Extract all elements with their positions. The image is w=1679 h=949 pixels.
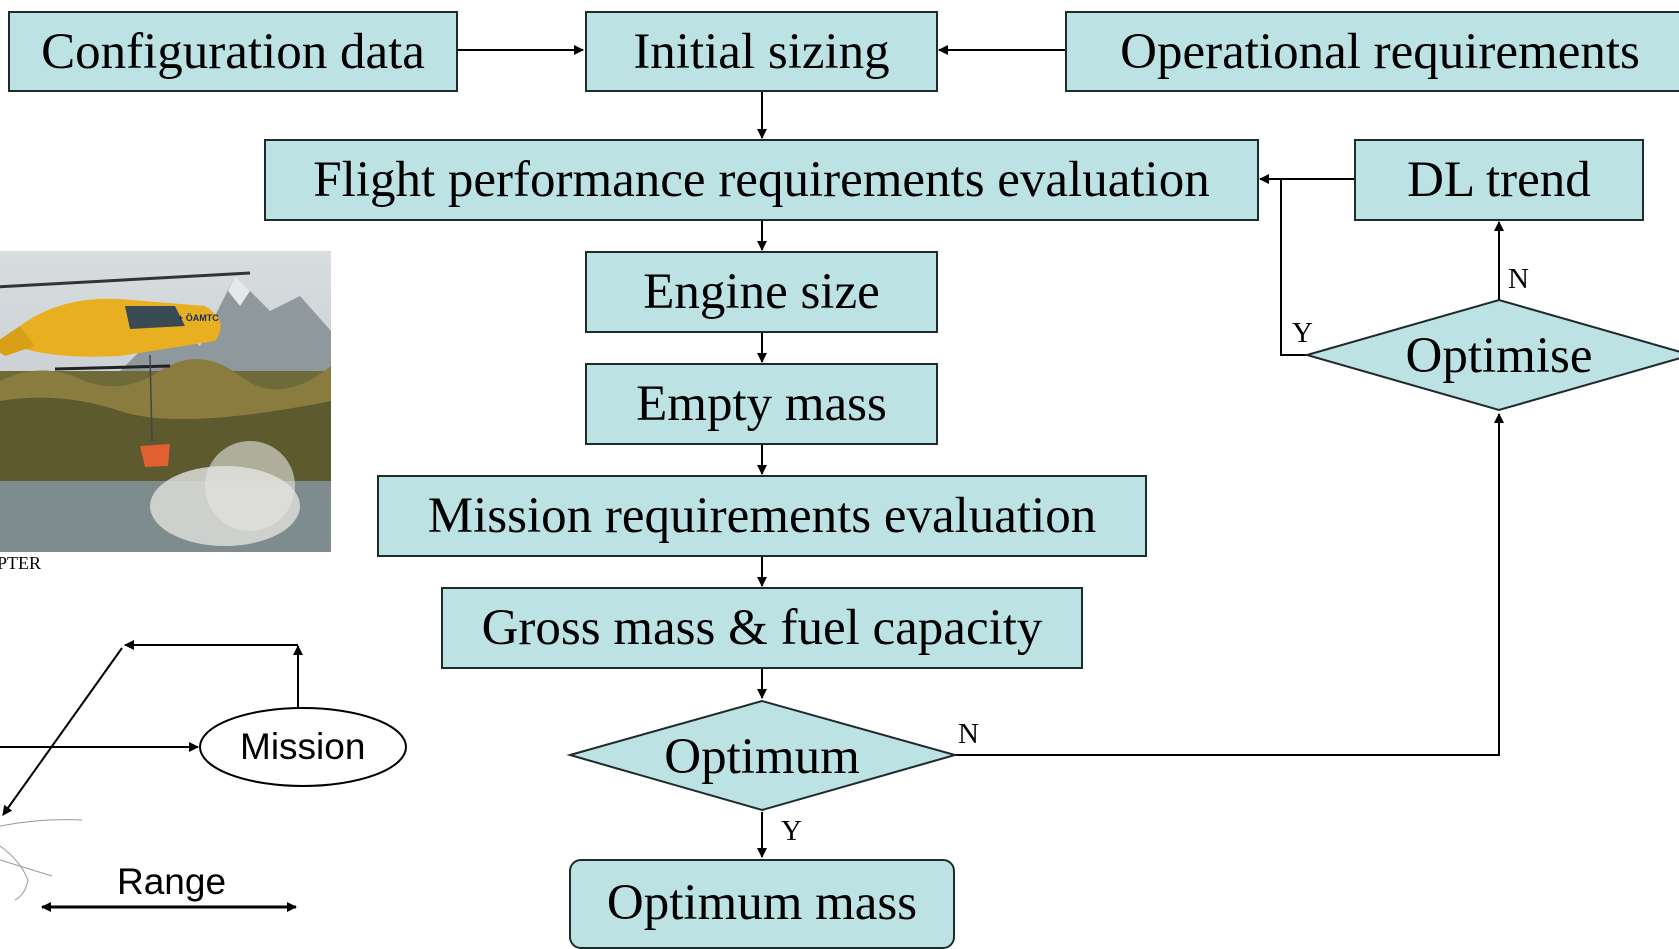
engine-size-box: Engine size <box>585 251 938 333</box>
arrow-optimum-no-to-optimise <box>955 413 1504 756</box>
helicopter-photo: + ÖAMTC <box>0 251 331 552</box>
optimum-diamond-label: Optimum <box>664 729 860 785</box>
mission-ellipse <box>199 707 407 787</box>
flight-performance-box: Flight performance requirements evaluati… <box>264 139 1259 221</box>
empty-mass-box: Empty mass <box>585 363 938 445</box>
optimum-no-label: N <box>958 718 979 750</box>
range-label: Range <box>117 861 227 902</box>
arrow-optimise-yes-to-flight <box>1259 174 1307 356</box>
optimise-diamond-label: Optimise <box>1405 328 1593 384</box>
optimum-mass-box: Optimum mass <box>569 859 955 949</box>
operational-requirements-box: Operational requirements <box>1065 11 1679 92</box>
optimum-yes-label: Y <box>781 815 802 847</box>
photo-caption: OPTER <box>0 553 42 573</box>
optimise-diamond-shape <box>1303 298 1679 412</box>
mission-requirements-box: Mission requirements evaluation <box>377 475 1147 557</box>
mission-range-diagram <box>0 640 407 912</box>
dl-trend-box: DL trend <box>1354 139 1644 221</box>
optimise-yes-label: Y <box>1292 317 1313 349</box>
optimise-no-label: N <box>1508 263 1529 295</box>
configuration-data-box: Configuration data <box>8 11 458 92</box>
gross-mass-box: Gross mass & fuel capacity <box>441 587 1083 669</box>
helicopter-photo-illustration: + ÖAMTC <box>0 251 331 552</box>
mission-label: Mission <box>240 726 366 767</box>
svg-text:+ ÖAMTC: + ÖAMTC <box>178 313 219 323</box>
initial-sizing-box: Initial sizing <box>585 11 938 92</box>
optimum-diamond-shape <box>566 699 959 812</box>
